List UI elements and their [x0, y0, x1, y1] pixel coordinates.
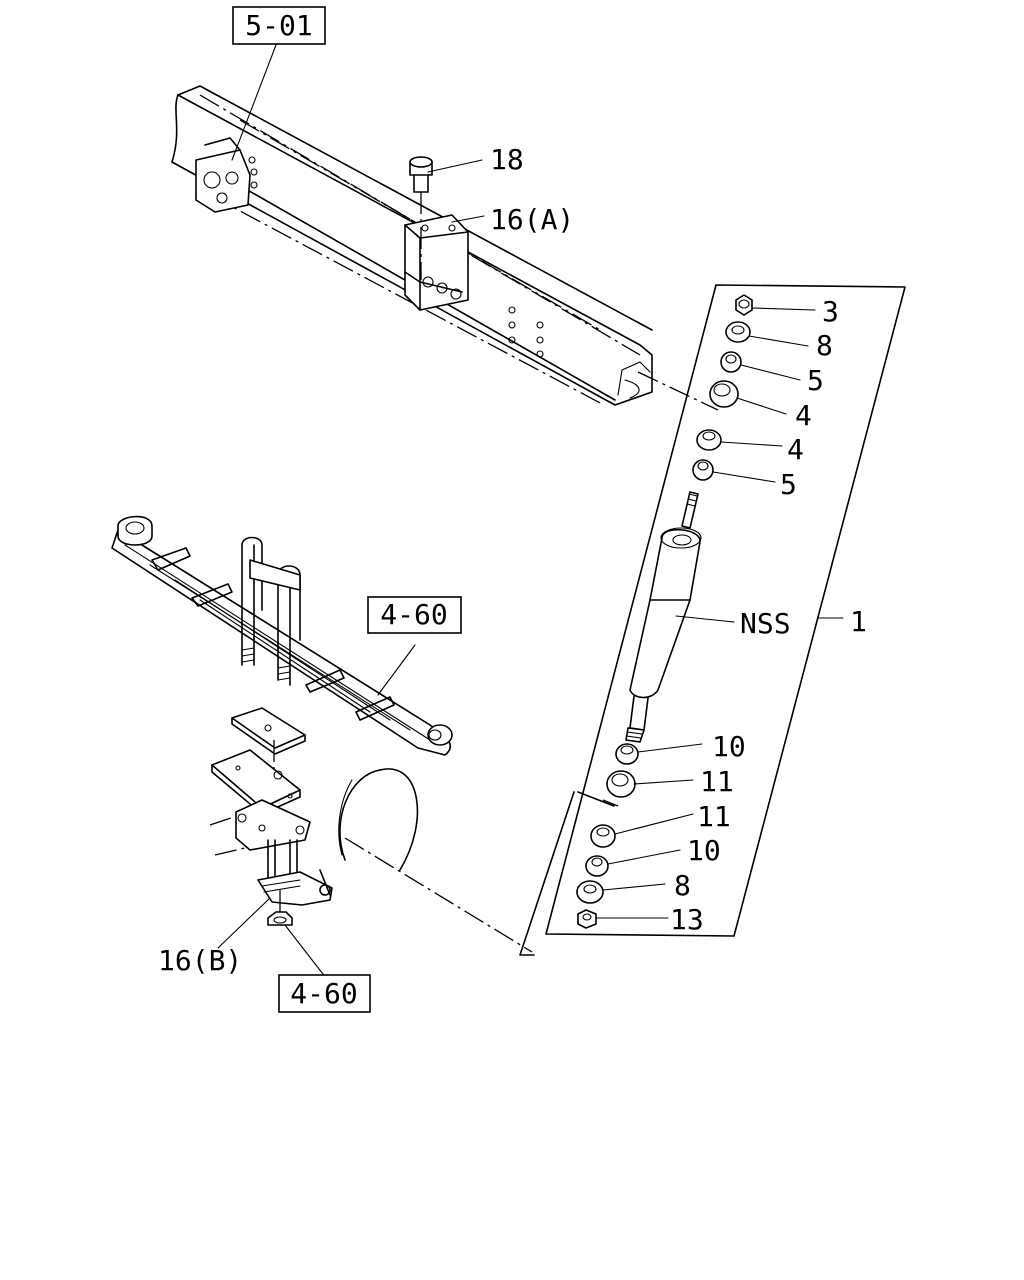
label-5-top: 5 [807, 364, 824, 397]
leader-lines [217, 44, 844, 979]
label-11-bot: 11 [697, 800, 731, 833]
axle [209, 768, 419, 871]
label-11-top: 11 [700, 765, 734, 798]
ref-nut-label: 4-60 [290, 977, 357, 1010]
label-8-bot: 8 [674, 869, 691, 902]
u-bolts [241, 536, 301, 686]
spring-hanger-front [195, 137, 258, 213]
spring-plates [211, 707, 306, 815]
assembly-frame [519, 284, 906, 956]
ref-box-frame[interactable]: 5-01 [232, 6, 326, 45]
link-line-axle [344, 837, 533, 953]
label-10-bot: 10 [687, 834, 721, 867]
label-16a: 16(A) [490, 203, 574, 236]
label-16b: 16(B) [158, 944, 242, 977]
upper-hardware [692, 294, 753, 481]
label-5-mid: 5 [780, 468, 797, 501]
lower-bracket [257, 839, 333, 906]
lower-nut [267, 890, 293, 926]
bolt-18 [409, 156, 433, 280]
label-1: 1 [850, 605, 867, 638]
label-nss: NSS [740, 607, 791, 640]
leaf-spring [111, 515, 453, 756]
ref-frame-label: 5-01 [245, 9, 312, 42]
lower-hardware [576, 743, 639, 929]
label-13: 13 [670, 903, 704, 936]
ref-box-spring[interactable]: 4-60 [367, 596, 462, 634]
label-4-top: 4 [795, 399, 812, 432]
label-8-top: 8 [816, 329, 833, 362]
label-10-top: 10 [712, 730, 746, 763]
ref-box-nut[interactable]: 4-60 [278, 974, 371, 1013]
label-4-mid: 4 [787, 433, 804, 466]
label-18: 18 [490, 143, 524, 176]
label-3: 3 [822, 295, 839, 328]
ref-spring-label: 4-60 [380, 598, 447, 631]
link-line-rail [637, 371, 719, 411]
shock-absorber [625, 491, 702, 743]
upper-bracket [404, 214, 469, 311]
link-line-lower [602, 799, 619, 807]
